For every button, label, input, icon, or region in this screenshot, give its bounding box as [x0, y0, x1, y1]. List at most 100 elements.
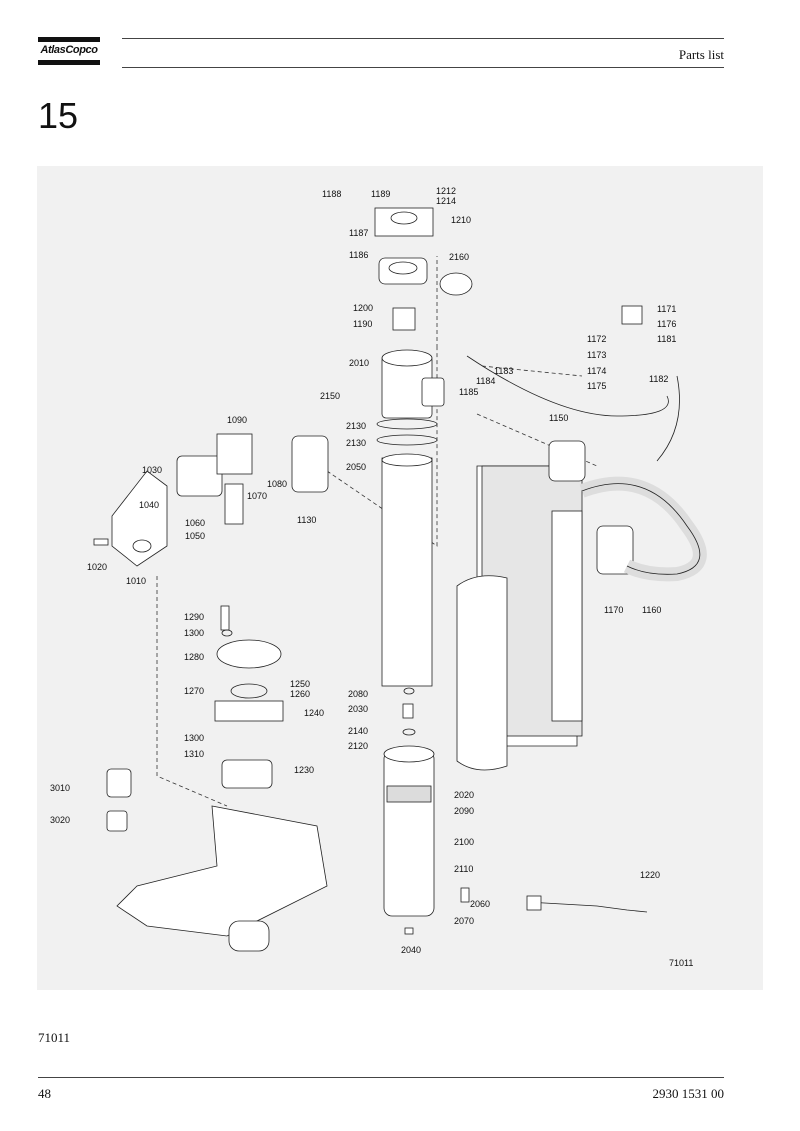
callout-1175: 1175 — [587, 381, 606, 391]
header-title: Parts list — [678, 47, 724, 62]
callout-3020: 3020 — [50, 815, 70, 825]
housing-port — [421, 377, 445, 407]
bowl-band — [386, 785, 432, 803]
cartridge-2050 — [381, 457, 433, 687]
document-number: 2930 1531 00 — [652, 1086, 725, 1101]
clamp-bore — [388, 261, 418, 275]
callout-1050: 1050 — [185, 531, 205, 541]
callout-1230: 1230 — [294, 765, 314, 775]
callout-2070: 2070 — [454, 916, 474, 926]
oring-2130a — [376, 418, 438, 430]
header-rule-bottom — [122, 67, 724, 68]
separator-body — [116, 805, 328, 937]
callout-1189: 1189 — [371, 189, 390, 199]
logo-top-bar — [38, 37, 100, 42]
cartridge-top — [381, 453, 433, 467]
callout-1188: 1188 — [322, 189, 341, 199]
callout-1185: 1185 — [459, 387, 478, 397]
drain-2040 — [404, 927, 414, 935]
callout-1190: 1190 — [353, 319, 372, 329]
part-callouts: 1188 1189 1212 1214 1210 1187 1186 2160 … — [50, 186, 693, 968]
drawing-svg: 1188 1189 1212 1214 1210 1187 1186 2160 … — [50, 186, 707, 968]
callout-1250: 1250 — [290, 679, 310, 689]
harness-1220 — [526, 901, 648, 913]
callout-2010: 2010 — [349, 358, 369, 368]
drawing-reference: 71011 — [38, 1030, 71, 1045]
callout-1020: 1020 — [87, 562, 107, 572]
bowl-2020 — [383, 750, 435, 917]
nipple-1190 — [392, 307, 416, 331]
cable-1183 — [466, 355, 669, 417]
clamp-1130 — [291, 435, 329, 493]
elbow-1030 — [111, 470, 168, 567]
callout-1270: 1270 — [184, 686, 204, 696]
harness-connector — [526, 895, 542, 911]
plate-1280 — [216, 639, 282, 669]
callout-1200: 1200 — [353, 303, 373, 313]
cap-2160 — [439, 272, 473, 296]
callout-2130a: 2130 — [346, 421, 366, 431]
callout-2040: 2040 — [401, 945, 421, 955]
cooler-core — [551, 510, 583, 722]
callout-1220: 1220 — [640, 870, 660, 880]
callout-1186: 1186 — [349, 250, 368, 260]
drawing-ref-label: 71011 — [669, 958, 693, 968]
callout-1260: 1260 — [290, 689, 310, 699]
valve-2030 — [402, 703, 414, 719]
flange-1040 — [176, 455, 223, 497]
header-rule-top — [122, 38, 724, 39]
callout-1172: 1172 — [587, 334, 606, 344]
callout-1173: 1173 — [587, 350, 606, 360]
sensor-2110 — [460, 887, 470, 903]
callout-2060: 2060 — [470, 899, 490, 909]
housing-top — [381, 349, 433, 367]
callout-2160: 2160 — [449, 252, 469, 262]
callout-1170: 1170 — [604, 605, 623, 615]
callout-1240: 1240 — [304, 708, 324, 718]
oring-1010 — [132, 539, 152, 553]
callout-1174: 1174 — [587, 366, 606, 376]
bolt-1290 — [220, 605, 230, 631]
callout-1212: 1212 — [436, 186, 456, 196]
plug-3020 — [106, 810, 128, 832]
clamp-1150 — [548, 440, 586, 482]
callout-2080: 2080 — [348, 689, 368, 699]
drawing-shapes — [93, 207, 707, 952]
callout-1183: 1183 — [494, 366, 513, 376]
callout-2020: 2020 — [454, 790, 474, 800]
page-number: 48 — [38, 1086, 51, 1101]
callout-2140: 2140 — [348, 726, 368, 736]
callout-1130: 1130 — [297, 515, 316, 525]
callout-3010: 3010 — [50, 783, 70, 793]
callout-2050: 2050 — [346, 462, 366, 472]
callout-1184: 1184 — [476, 376, 495, 386]
flange-bore — [390, 211, 418, 225]
callout-1150: 1150 — [549, 413, 568, 423]
callout-1300b: 1300 — [184, 733, 204, 743]
callout-1080: 1080 — [267, 479, 287, 489]
callout-1040: 1040 — [139, 500, 159, 510]
exploded-parts-drawing: 1188 1189 1212 1214 1210 1187 1186 2160 … — [37, 166, 763, 990]
callout-1010: 1010 — [126, 576, 146, 586]
callout-2130b: 2130 — [346, 438, 366, 448]
callout-1030: 1030 — [142, 465, 162, 475]
gasket-1270 — [230, 683, 268, 699]
bolt-1020 — [93, 538, 109, 546]
flange-1240 — [214, 700, 284, 722]
callout-1070: 1070 — [247, 491, 267, 501]
atlas-copco-logo: AtlasCopco — [38, 37, 100, 67]
footer-rule — [38, 1077, 724, 1078]
callout-1160: 1160 — [642, 605, 661, 615]
callout-1181: 1181 — [657, 334, 676, 344]
callout-2120: 2120 — [348, 741, 368, 751]
callout-1300a: 1300 — [184, 628, 204, 638]
callout-1310: 1310 — [184, 749, 204, 759]
callout-2110: 2110 — [454, 864, 473, 874]
flange-1090 — [216, 433, 253, 475]
clamp-1170 — [596, 525, 634, 575]
section-number: 15 — [38, 95, 79, 136]
cable-1182 — [656, 375, 680, 462]
cooler-shroud — [456, 575, 508, 771]
valve-1060 — [224, 483, 244, 525]
oring-2140 — [402, 728, 416, 736]
